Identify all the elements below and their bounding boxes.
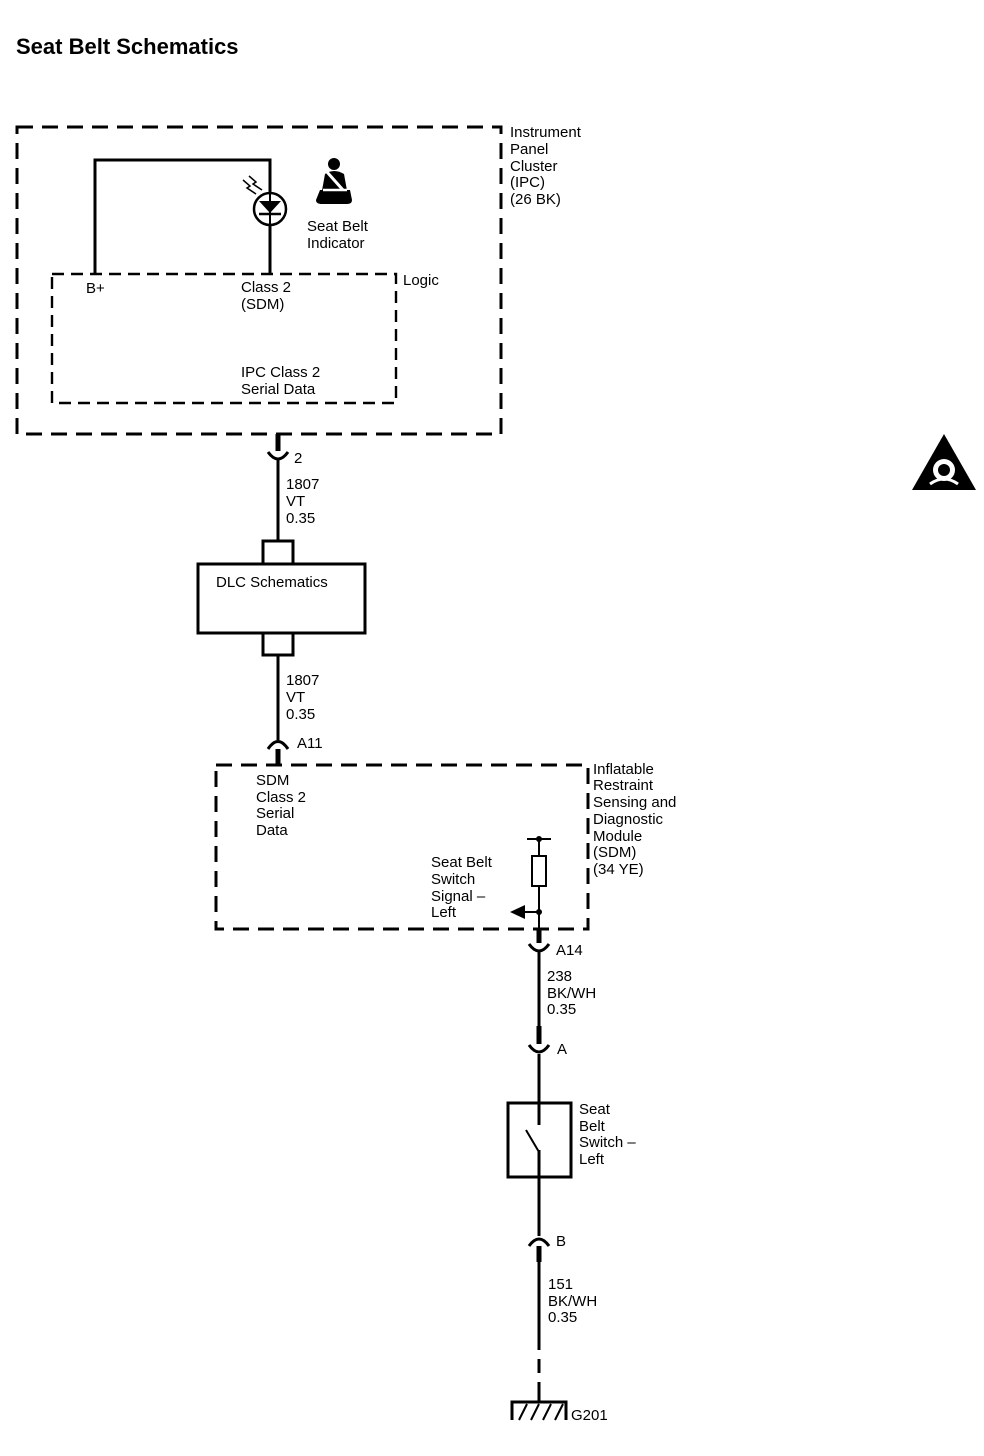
wire-top-color: VT (286, 493, 305, 510)
connector-pin-b (527, 1237, 551, 1247)
indicator-label-2: Indicator (307, 235, 365, 252)
wire-low-color: BK/WH (547, 985, 596, 1002)
wire-top-num: 1807 (286, 476, 319, 493)
connector-pin-a (527, 1044, 551, 1054)
connector-pin-2 (266, 451, 290, 461)
ipc-name-3: Cluster (510, 158, 558, 175)
class2-label-2: (SDM) (241, 296, 284, 313)
pin-b-label: B (556, 1233, 566, 1250)
wire-low-gauge: 0.35 (547, 1001, 576, 1018)
seat-belt-switch: Seat Belt Switch – Left (506, 1101, 636, 1179)
connector-pin-a11 (266, 740, 290, 750)
wire-ground-color: BK/WH (548, 1293, 597, 1310)
switch-name-4: Left (579, 1151, 605, 1168)
sdm-boundary (214, 763, 590, 931)
sdm-data-3: Serial (256, 805, 294, 822)
sdm-module: SDM Class 2 Serial Data Seat Belt Switch… (214, 761, 676, 931)
b-plus-label: B+ (86, 280, 105, 297)
pin-a14-label: A14 (556, 942, 583, 959)
switch-name-3: Switch – (579, 1134, 636, 1151)
ipc-name-5: (26 BK) (510, 191, 561, 208)
ipc-boundary (15, 125, 503, 436)
sdm-name-4: Diagnostic (593, 811, 664, 828)
switch-blade (525, 1129, 540, 1153)
sdm-name-7: (34 YE) (593, 861, 644, 878)
wire-top-gauge: 0.35 (286, 510, 315, 527)
dlc-connector-bottom (261, 633, 295, 657)
wire-low-num: 238 (547, 968, 572, 985)
ipc-name-1: Instrument (510, 124, 582, 141)
pin-a-label: A (557, 1041, 567, 1058)
sdm-name-1: Inflatable (593, 761, 654, 778)
signal-label-1: Seat Belt (431, 854, 493, 871)
signal-label-3: Signal – (431, 888, 486, 905)
indicator-label-1: Seat Belt (307, 218, 369, 235)
led-diode-icon (242, 175, 288, 227)
serial-label-2: Serial Data (241, 381, 316, 398)
signal-label-2: Switch (431, 871, 475, 888)
ipc-module: Seat Belt Indicator B+ Class 2 (SDM) IPC… (15, 124, 582, 436)
signal-label-4: Left (431, 904, 457, 921)
sdm-data-4: Data (256, 822, 288, 839)
serial-label-1: IPC Class 2 (241, 364, 320, 381)
wire-mid-gauge: 0.35 (286, 706, 315, 723)
dlc-box[interactable] (196, 562, 367, 635)
sdm-name-3: Sensing and (593, 794, 676, 811)
sdm-data-1: SDM (256, 772, 289, 789)
pin-a11-label: A11 (297, 735, 323, 752)
dlc-label[interactable]: DLC Schematics (216, 574, 328, 591)
wire-ground-num: 151 (548, 1276, 573, 1293)
class2-label-1: Class 2 (241, 279, 291, 296)
logic-label: Logic (403, 272, 439, 289)
wire-ground-gauge: 0.35 (548, 1309, 577, 1326)
connector-pin-a14 (527, 943, 551, 953)
signal-arrow-icon (510, 905, 525, 919)
ipc-name-4: (IPC) (510, 174, 545, 191)
page-title: Seat Belt Schematics (16, 34, 239, 59)
seat-belt-icon (316, 158, 352, 204)
ipc-name-2: Panel (510, 141, 548, 158)
sdm-name-2: Restraint (593, 777, 654, 794)
airbag-warning-icon (912, 434, 976, 490)
pullup-resistor (531, 855, 547, 887)
switch-name-1: Seat (579, 1101, 611, 1118)
wire-mid-color: VT (286, 689, 305, 706)
sdm-name-5: Module (593, 828, 642, 845)
ground-icon (510, 1392, 568, 1421)
logic-boundary (50, 272, 398, 405)
ground-label: G201 (571, 1407, 608, 1424)
switch-name-2: Belt (579, 1118, 606, 1135)
pin-2-label: 2 (294, 450, 302, 467)
dlc-connector-top (261, 539, 295, 564)
wire-mid-num: 1807 (286, 672, 319, 689)
sdm-data-2: Class 2 (256, 789, 306, 806)
b-plus-wire (93, 158, 272, 274)
sdm-name-6: (SDM) (593, 844, 636, 861)
